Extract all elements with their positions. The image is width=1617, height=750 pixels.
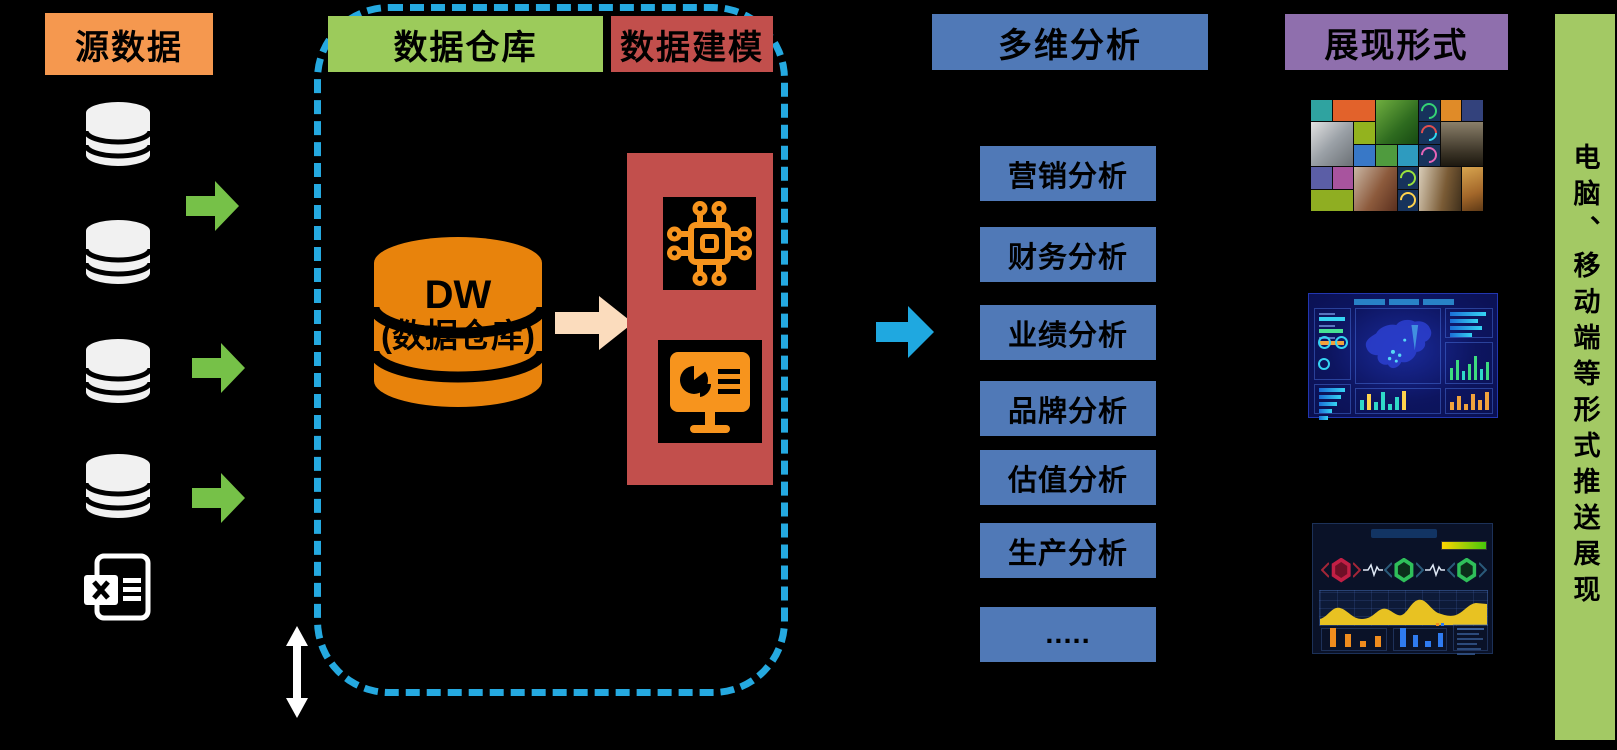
analysis-item-label: ..... [1045,618,1091,650]
hex-gauges-row [1321,554,1487,586]
cpu-chip-icon [663,197,756,290]
china-map-shape [1365,319,1432,369]
peach-right-arrow-icon [555,296,633,350]
hbar-panel [1314,384,1351,420]
tile [1375,100,1419,144]
tile [1311,100,1332,122]
analysis-item-brand: 品牌分析 [980,381,1156,436]
tile [1354,167,1397,211]
data-modeling-header: 数据建模 [611,16,773,72]
analysis-item-label: 生产分析 [1007,537,1128,570]
dw-label: DW [424,273,492,317]
presentation-form-header-label: 展现形式 [1324,26,1469,65]
analysis-item-valuation: 估值分析 [980,450,1156,505]
source-data-header: 源数据 [45,13,213,75]
warehouse-dashed-region [314,4,788,696]
dashboard-title-pill [1371,529,1437,538]
data-table-panel [1453,624,1488,655]
area-chart-panel [1319,590,1488,626]
tile-gauge [1418,144,1441,167]
analysis-item-more: ..... [980,607,1156,662]
excel-file-icon [84,553,151,621]
china-map-panel [1355,308,1441,384]
database-cylinder-icon [83,339,153,403]
green-right-arrow-icon [192,473,245,523]
data-warehouse-header-label: 数据仓库 [393,28,538,67]
data-modeling-header-label: 数据建模 [620,28,764,67]
analysis-item-label: 品牌分析 [1007,395,1128,428]
blue-bar-chart [1393,623,1447,651]
metro-tiles-dashboard-image [1311,99,1483,212]
presentation-form-header: 展现形式 [1285,14,1508,70]
source-data-header-label: 源数据 [75,28,183,67]
dw-cylinder-shape [368,237,548,407]
tile [1311,167,1332,189]
analysis-item-finance: 财务分析 [980,227,1156,282]
analysis-item-production: 生产分析 [980,523,1156,578]
green-bars-panel [1445,342,1493,384]
cyan-right-arrow-icon [876,306,934,358]
data-warehouse-header: 数据仓库 [328,16,603,72]
tile [1440,122,1483,167]
analysis-item-marketing: 营销分析 [980,146,1156,201]
orange-bars-panel [1445,388,1493,414]
tile [1375,144,1397,167]
dw-sublabel: (数据仓库) [381,317,535,354]
green-right-arrow-icon [192,343,245,393]
dashboard-title-bar [1354,299,1455,305]
tile [1332,167,1354,189]
tile-gauge [1396,188,1420,212]
push-display-bar-label: 电脑、移动端等形式推送展现 [1569,143,1600,611]
dark-monitoring-dashboard-image [1312,523,1493,655]
center-bars-panel [1355,388,1441,414]
yellow-area-chart [1320,599,1487,625]
tile [1332,100,1375,122]
orange-bar-chart [1321,628,1387,651]
right-hbar-panel [1445,308,1493,338]
tile [1462,100,1483,122]
analysis-item-label: 财务分析 [1007,241,1128,274]
green-right-arrow-icon [186,181,239,231]
tile [1311,189,1354,211]
monitor-pie-chart-icon [658,340,762,443]
tile-gauge [1418,121,1441,145]
multi-dimension-analysis-header: 多维分析 [932,14,1208,70]
metrics-panel [1314,308,1351,380]
tile-gauge [1396,166,1420,190]
tile [1462,167,1483,211]
tile [1419,167,1462,211]
cpu-chip-glyph [667,201,752,286]
database-cylinder-icon [83,102,153,166]
multi-dimension-analysis-header-label: 多维分析 [998,26,1142,65]
database-cylinder-icon [83,454,153,518]
tile [1354,122,1375,144]
tile [1397,144,1419,167]
tile [1440,100,1462,122]
analysis-item-performance: 业绩分析 [980,305,1156,360]
tile [1354,144,1375,167]
china-map-dashboard-image [1308,293,1498,420]
dw-database-cylinder-icon: DW (数据仓库) [368,233,548,413]
progress-bar [1441,541,1487,550]
white-up-down-arrow-icon [286,626,308,718]
monitor-pie-chart-glyph [670,352,750,433]
tile [1311,122,1354,167]
analysis-item-label: 估值分析 [1007,464,1128,497]
data-modeling-box [627,153,773,485]
tile-gauge [1418,99,1441,123]
database-cylinder-icon [83,220,153,284]
push-display-bar: 电脑、移动端等形式推送展现 [1555,14,1615,740]
analysis-item-label: 营销分析 [1007,160,1128,193]
analysis-item-label: 业绩分析 [1007,319,1128,352]
